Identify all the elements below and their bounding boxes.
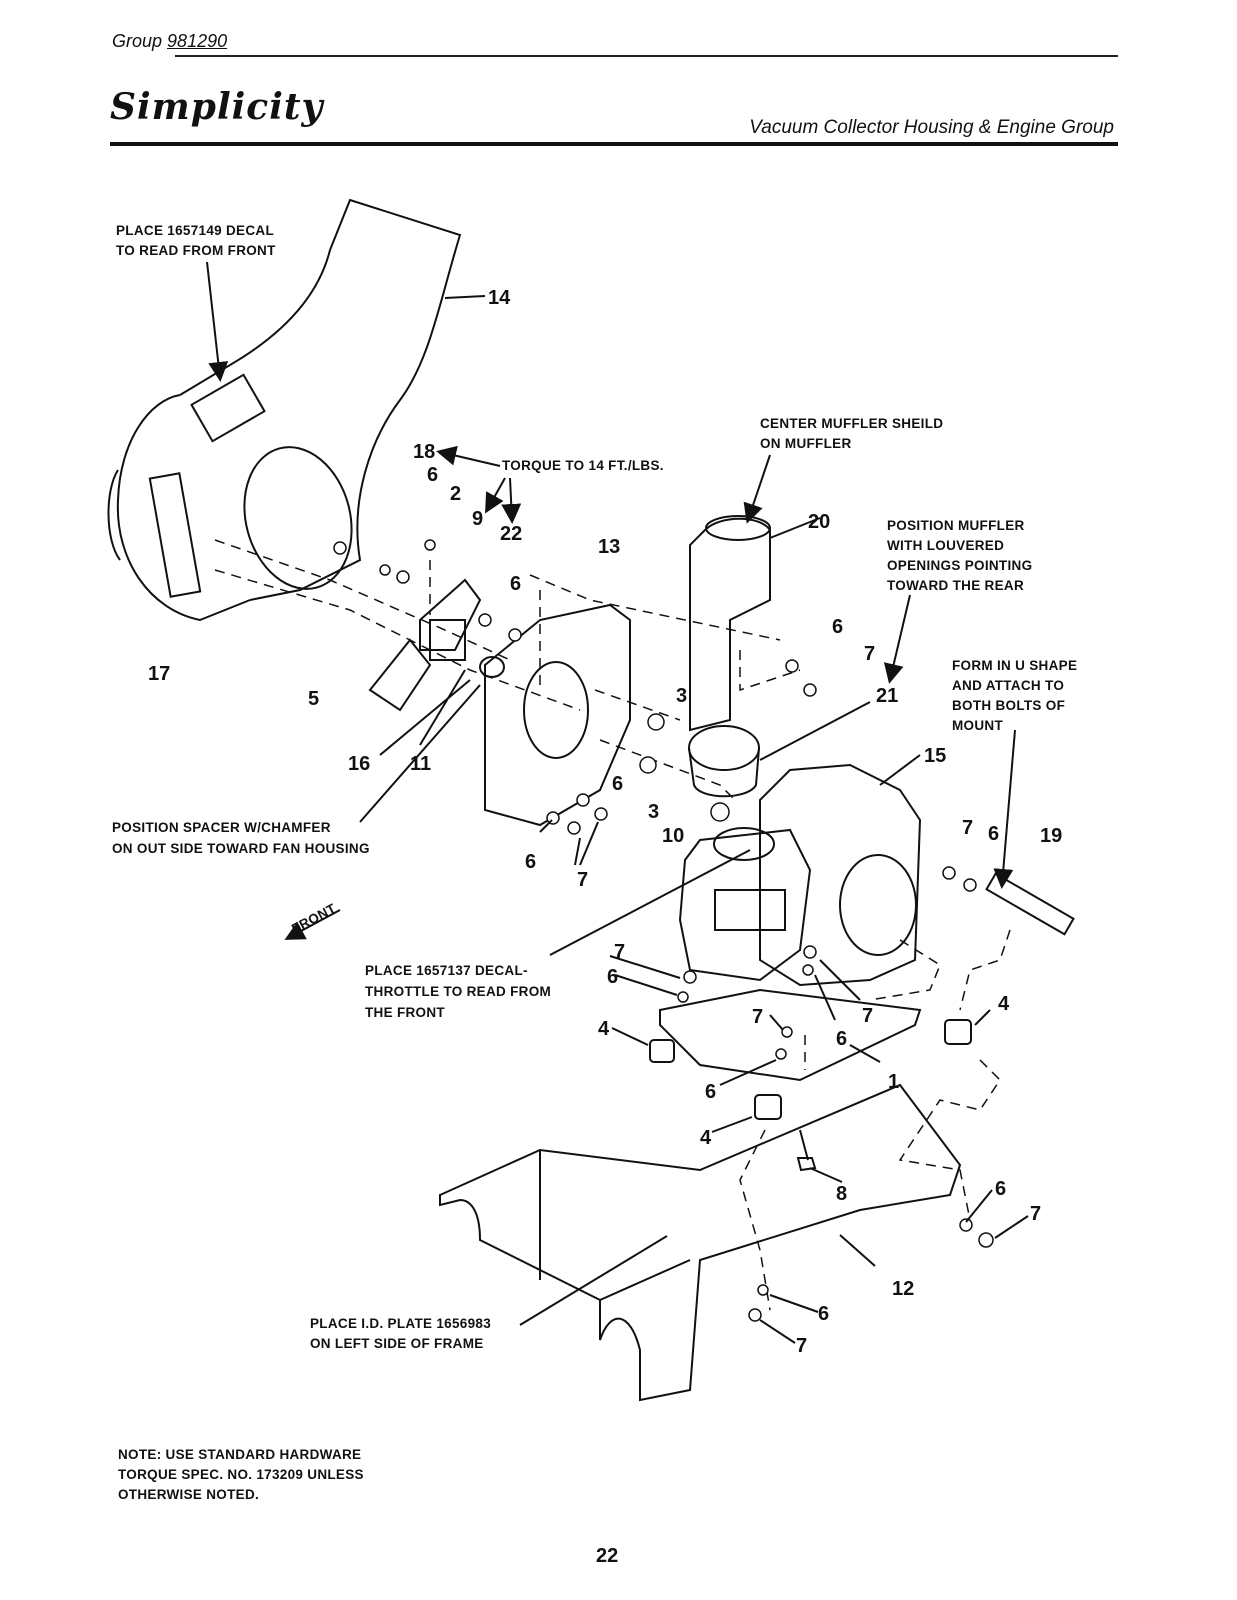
- note-throttle-1: PLACE 1657137 DECAL-: [365, 963, 528, 978]
- hardware-note: NOTE: USE STANDARD HARDWARE TORQUE SPEC.…: [118, 1445, 364, 1505]
- header-main-rule: [110, 142, 1118, 146]
- part-label-3a: 3: [676, 685, 687, 707]
- part-label-7h: 7: [796, 1335, 807, 1357]
- part-label-6c: 6: [832, 616, 843, 638]
- part-label-22: 22: [500, 523, 522, 545]
- note-position-muffler-1: POSITION MUFFLER: [887, 518, 1025, 533]
- part-label-4c: 4: [700, 1127, 712, 1149]
- page-number: 22: [596, 1545, 619, 1567]
- hardware-note-line-3: OTHERWISE NOTED.: [118, 1487, 260, 1502]
- part-label-3b: 3: [648, 801, 659, 823]
- collector-housing: [107, 198, 462, 622]
- part-label-10: 10: [662, 825, 684, 847]
- part-label-4b: 4: [998, 993, 1010, 1015]
- part-label-7g: 7: [1030, 1203, 1041, 1225]
- note-position-muffler-3: OPENINGS POINTING: [887, 558, 1032, 573]
- note-u-shape-4: MOUNT: [952, 718, 1003, 733]
- part-label-6e: 6: [525, 851, 536, 873]
- note-throttle-2: THROTTLE TO READ FROM: [365, 984, 551, 999]
- brand-logo: Simplicity: [110, 86, 324, 128]
- part-label-9: 9: [472, 508, 483, 530]
- part-label-7d: 7: [614, 941, 625, 963]
- part-label-13: 13: [598, 536, 620, 558]
- note-position-muffler-2: WITH LOUVERED: [887, 538, 1004, 553]
- engine-block: [759, 763, 922, 987]
- main-frame: [439, 1083, 962, 1402]
- hardware-note-line-2: TORQUE SPEC. NO. 173209 UNLESS: [118, 1467, 364, 1482]
- note-torque: TORQUE TO 14 FT./LBS.: [502, 458, 664, 473]
- part-label-6d: 6: [612, 773, 623, 795]
- note-throttle-3: THE FRONT: [365, 1005, 445, 1020]
- part-label-6j: 6: [995, 1178, 1006, 1200]
- part-label-21: 21: [876, 685, 898, 707]
- header-top-rule: [175, 55, 1118, 57]
- part-label-18: 18: [413, 441, 435, 463]
- part-label-14: 14: [488, 287, 511, 309]
- note-u-shape-1: FORM IN U SHAPE: [952, 658, 1077, 673]
- part-label-7f: 7: [862, 1005, 873, 1027]
- group-label: Group 981290: [112, 31, 227, 52]
- note-id-plate-2: ON LEFT SIDE OF FRAME: [310, 1336, 484, 1351]
- part-label-8: 8: [836, 1183, 847, 1205]
- note-decal-front-1: PLACE 1657149 DECAL: [116, 223, 274, 238]
- note-decal-front-2: TO READ FROM FRONT: [116, 243, 276, 258]
- part-label-7c: 7: [962, 817, 973, 839]
- note-u-shape-2: AND ATTACH TO: [952, 678, 1064, 693]
- note-position-muffler-4: TOWARD THE REAR: [887, 578, 1024, 593]
- note-spacer-2: ON OUT SIDE TOWARD FAN HOUSING: [112, 841, 370, 856]
- part-label-20: 20: [808, 511, 830, 533]
- part-label-6f: 6: [988, 823, 999, 845]
- note-id-plate-1: PLACE I.D. PLATE 1656983: [310, 1316, 491, 1331]
- part-label-7b: 7: [577, 869, 588, 891]
- note-spacer-1: POSITION SPACER W/CHAMFER: [112, 820, 331, 835]
- group-word: Group: [112, 31, 163, 51]
- part-label-7e: 7: [752, 1006, 763, 1028]
- part-label-6h: 6: [836, 1028, 847, 1050]
- part-label-16: 16: [348, 753, 370, 775]
- part-label-12: 12: [892, 1278, 914, 1300]
- note-muffler-shield-1: CENTER MUFFLER SHEILD: [760, 416, 943, 431]
- part-label-17: 17: [148, 663, 170, 685]
- part-label-5: 5: [308, 688, 319, 710]
- part-label-11: 11: [410, 753, 431, 775]
- page-subtitle: Vacuum Collector Housing & Engine Group: [749, 117, 1114, 138]
- engine-mounting-plate: [659, 988, 922, 1082]
- group-number: 981290: [167, 31, 228, 51]
- fan-mounting-plate: [484, 603, 631, 827]
- note-muffler-shield-2: ON MUFFLER: [760, 436, 852, 451]
- part-label-4a: 4: [598, 1018, 610, 1040]
- part-label-7a: 7: [864, 643, 875, 665]
- note-u-shape-3: BOTH BOLTS OF: [952, 698, 1065, 713]
- part-label-6k: 6: [818, 1303, 829, 1325]
- note-front: FRONT: [289, 900, 339, 936]
- part-label-19: 19: [1040, 825, 1062, 847]
- part-label-6g: 6: [607, 966, 618, 988]
- part-label-6b: 6: [510, 573, 521, 595]
- hardware-note-line-1: NOTE: USE STANDARD HARDWARE: [118, 1447, 362, 1462]
- part-label-6i: 6: [705, 1081, 716, 1103]
- part-label-15: 15: [924, 745, 946, 767]
- part-label-1: 1: [888, 1071, 899, 1093]
- part-label-6a: 6: [427, 464, 438, 486]
- part-label-2: 2: [450, 483, 461, 505]
